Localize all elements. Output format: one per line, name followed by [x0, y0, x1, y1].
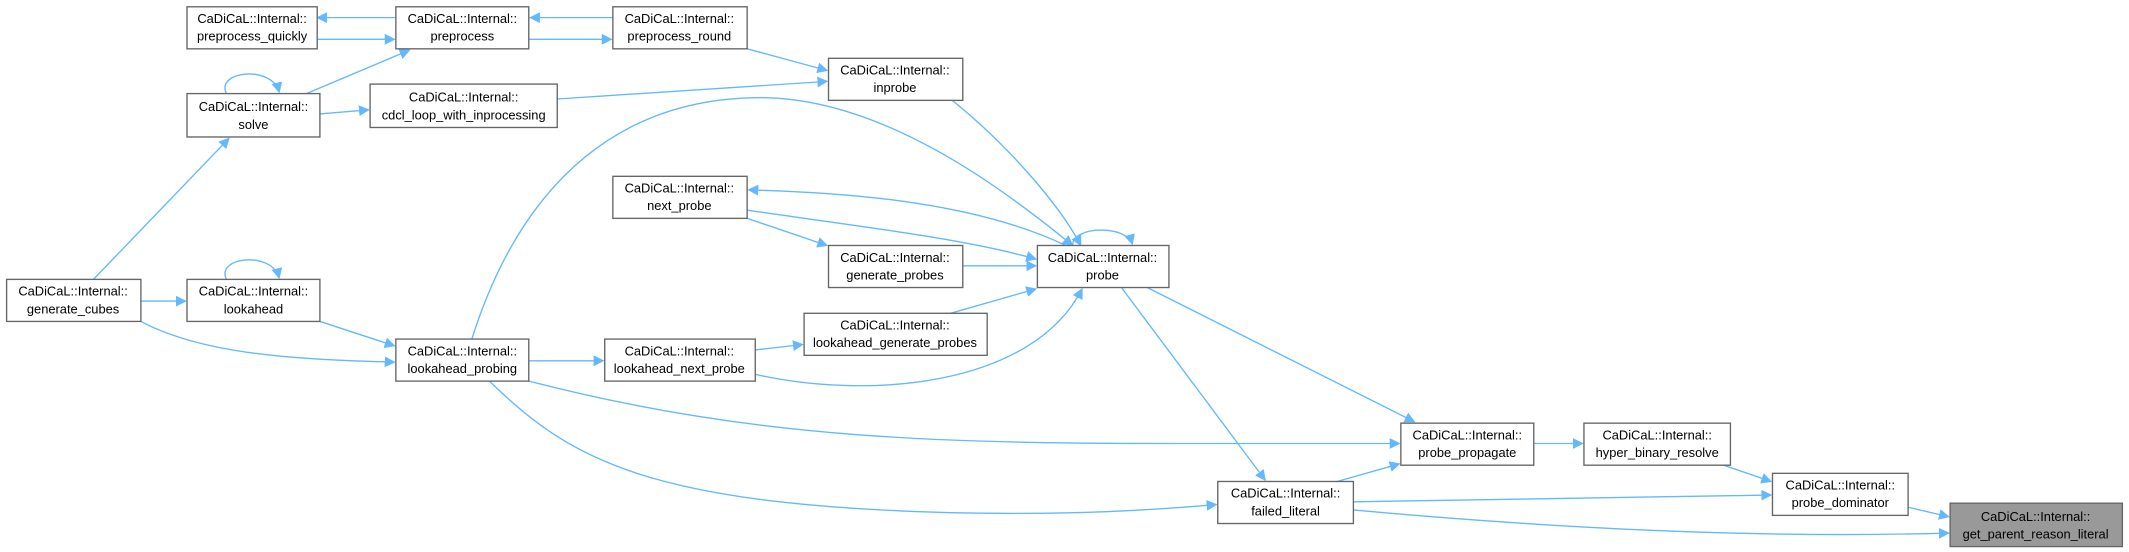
node-namespace: CaDiCaL::Internal:: [199, 284, 309, 299]
node-namespace: CaDiCaL::Internal:: [840, 250, 950, 265]
node-function-name: probe [1086, 267, 1119, 282]
edge-lookahead-probing-to-probe-propagate [528, 380, 1401, 449]
node-namespace: CaDiCaL::Internal:: [408, 343, 518, 358]
node-preprocess-quickly[interactable]: CaDiCaL::Internal::preprocess_quickly [186, 6, 318, 50]
node-function-name: solve [238, 117, 268, 132]
edge-lookahead-self-loop [224, 259, 283, 280]
node-namespace: CaDiCaL::Internal:: [625, 181, 734, 196]
node-get-parent-reason-literal: CaDiCaL::Internal::get_parent_reason_lit… [1949, 502, 2124, 548]
edge-probe-to-failed-literal [1120, 287, 1266, 481]
node-namespace: CaDiCaL::Internal:: [1231, 486, 1341, 501]
node-probe-propagate[interactable]: CaDiCaL::Internal::probe_propagate [1400, 422, 1535, 466]
node-function-name: probe_propagate [1418, 445, 1516, 460]
edge-probe-to-probe-propagate [1146, 286, 1416, 423]
edge-probe-self-loop [1071, 229, 1135, 246]
edge-solve-to-preprocess [306, 48, 411, 95]
node-function-name: preprocess_quickly [197, 29, 308, 44]
node-namespace: CaDiCaL::Internal:: [197, 11, 307, 26]
edge-hyper-binary-resolve-to-probe-dominator [1723, 464, 1773, 484]
node-inprobe[interactable]: CaDiCaL::Internal::inprobe [827, 57, 964, 102]
node-namespace: CaDiCaL::Internal:: [1786, 478, 1896, 493]
node-function-name: next_probe [647, 198, 711, 213]
node-function-name: hyper_binary_resolve [1596, 445, 1719, 460]
edge-failed-literal-to-get-parent-reason-literal [1353, 509, 1950, 539]
edge-lookahead-next-probe-to-probe [755, 287, 1083, 387]
node-hyper-binary-resolve[interactable]: CaDiCaL::Internal::hyper_binary_resolve [1583, 422, 1732, 466]
node-solve[interactable]: CaDiCaL::Internal::solve [186, 92, 321, 138]
edge-cdcl-loop-to-inprobe [557, 76, 829, 100]
node-probe-dominator[interactable]: CaDiCaL::Internal::probe_dominator [1771, 472, 1909, 517]
node-cdcl-loop-with-inprocessing[interactable]: CaDiCaL::Internal::cdcl_loop_with_inproc… [369, 83, 558, 129]
edge-failed-literal-to-probe-propagate [1336, 461, 1401, 483]
node-function-name: probe_dominator [1792, 495, 1890, 510]
node-namespace: CaDiCaL::Internal:: [199, 99, 309, 114]
node-function-name: generate_cubes [27, 301, 119, 316]
node-next-probe[interactable]: CaDiCaL::Internal::next_probe [612, 175, 748, 220]
edge-lookahead-generate-probes-to-probe [950, 286, 1038, 314]
node-generate-probes[interactable]: CaDiCaL::Internal::generate_probes [827, 244, 964, 289]
edge-next-probe-to-probe [747, 209, 1038, 262]
node-preprocess-round[interactable]: CaDiCaL::Internal::preprocess_round [612, 6, 748, 50]
node-function-name: inprobe [873, 80, 916, 95]
node-namespace: CaDiCaL::Internal:: [625, 11, 734, 26]
node-function-name: lookahead_next_probe [614, 361, 745, 376]
node-namespace: CaDiCaL::Internal:: [1048, 250, 1158, 265]
edge-lookahead-probing-to-probe [471, 96, 1074, 340]
node-preprocess[interactable]: CaDiCaL::Internal::preprocess [395, 6, 530, 50]
edge-next-probe-to-generate-probes [746, 217, 829, 248]
node-namespace: CaDiCaL::Internal:: [408, 11, 518, 26]
node-namespace: CaDiCaL::Internal:: [840, 63, 950, 78]
node-namespace: CaDiCaL::Internal:: [840, 318, 950, 333]
node-probe[interactable]: CaDiCaL::Internal::probe [1036, 244, 1170, 289]
node-function-name: get_parent_reason_literal [1963, 526, 2109, 541]
node-function-name: preprocess_round [627, 29, 731, 44]
edge-failed-literal-to-probe-dominator [1353, 489, 1773, 503]
edge-probe-dominator-to-get-parent-reason-literal [1907, 506, 1950, 520]
edge-generate-cubes-to-solve [92, 137, 230, 280]
node-namespace: CaDiCaL::Internal:: [1981, 509, 2091, 524]
edge-probe-to-next-probe [747, 184, 1067, 247]
edge-preprocess-round-to-inprobe [746, 48, 829, 74]
edge-solve-to-cdcl-loop [319, 105, 370, 117]
edge-generate-cubes-to-lookahead-probing [140, 320, 396, 368]
node-function-name: lookahead_probing [408, 361, 518, 376]
edge-solve-self-loop [224, 73, 283, 94]
node-function-name: preprocess [430, 29, 494, 44]
node-lookahead[interactable]: CaDiCaL::Internal::lookahead [186, 278, 321, 323]
node-generate-cubes[interactable]: CaDiCaL::Internal::generate_cubes [5, 278, 142, 323]
node-failed-literal[interactable]: CaDiCaL::Internal::failed_literal [1217, 480, 1355, 525]
node-function-name: lookahead_generate_probes [813, 335, 977, 350]
edge-lookahead-probing-to-failed-literal [488, 380, 1218, 515]
node-function-name: failed_literal [1251, 503, 1320, 518]
edge-lookahead-to-lookahead-probing [319, 320, 396, 348]
node-lookahead-next-probe[interactable]: CaDiCaL::Internal::lookahead_next_probe [604, 338, 756, 382]
node-namespace: CaDiCaL::Internal:: [1413, 427, 1523, 442]
node-namespace: CaDiCaL::Internal:: [1602, 427, 1712, 442]
node-namespace: CaDiCaL::Internal:: [18, 284, 128, 299]
node-function-name: generate_probes [846, 267, 943, 282]
node-function-name: cdcl_loop_with_inprocessing [382, 107, 546, 122]
edge-inprobe-to-probe [950, 98, 1082, 247]
edge-lookahead-next-probe-to-lookahead-generate-probes [755, 340, 804, 351]
node-function-name: lookahead [224, 301, 283, 316]
node-namespace: CaDiCaL::Internal:: [625, 343, 734, 358]
edges [92, 12, 1950, 539]
node-namespace: CaDiCaL::Internal:: [409, 90, 519, 105]
node-lookahead-generate-probes[interactable]: CaDiCaL::Internal::lookahead_generate_pr… [803, 312, 988, 357]
node-lookahead-probing[interactable]: CaDiCaL::Internal::lookahead_probing [395, 338, 530, 382]
